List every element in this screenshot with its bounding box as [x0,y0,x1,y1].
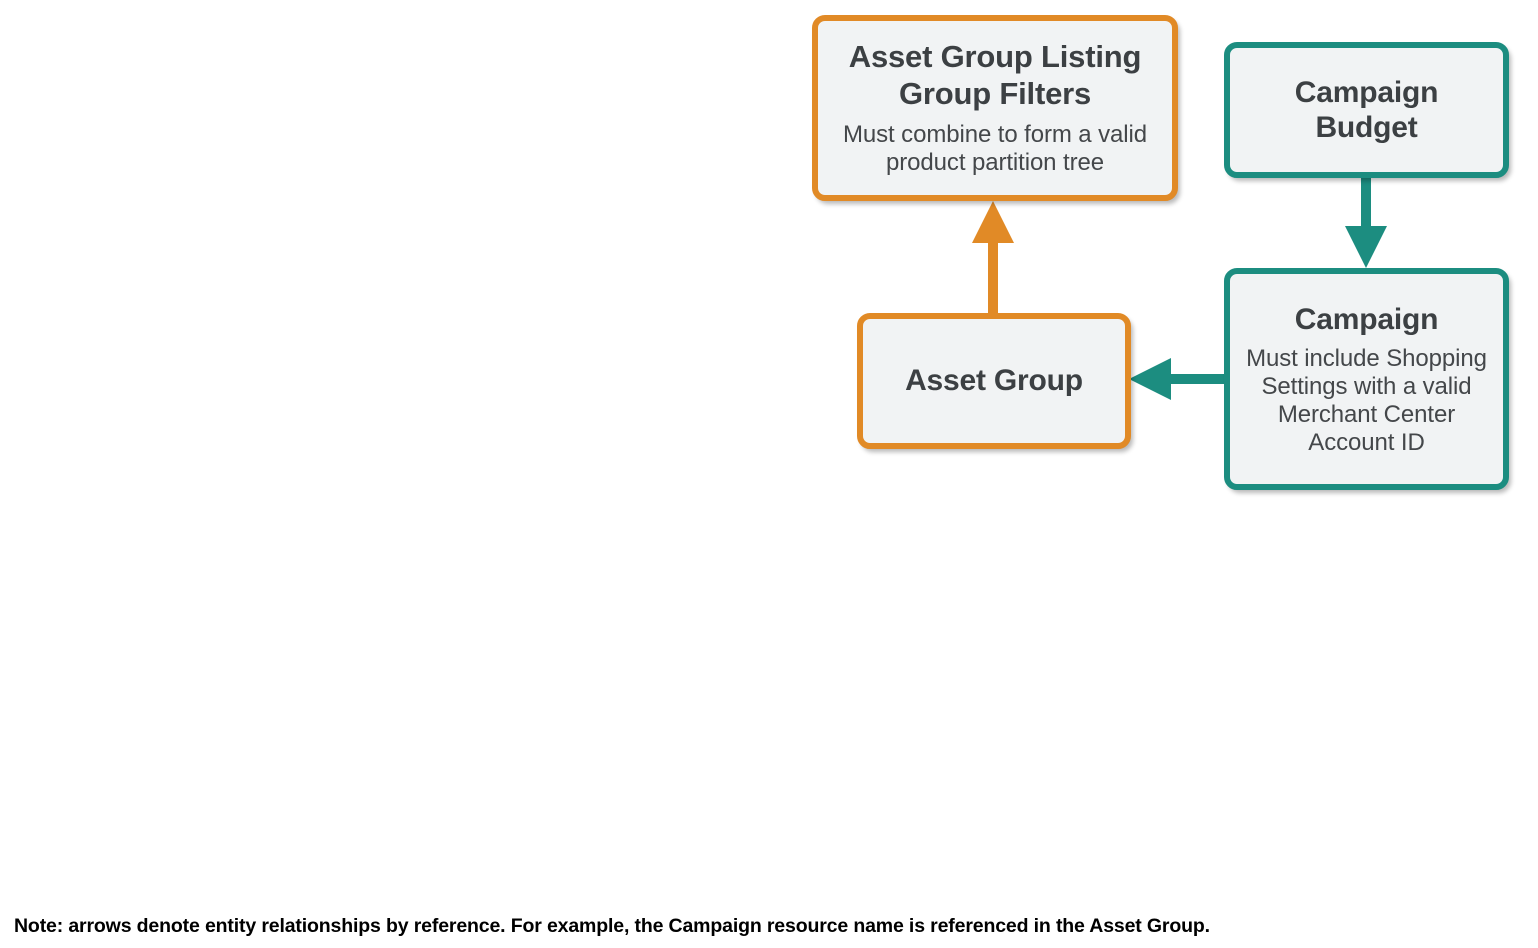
node-asset-group-listing-group-filters[interactable]: Asset Group Listing Group Filters Must c… [812,15,1178,201]
edge-campaign-to-asset-group-arrow [1129,358,1226,400]
node-title: Asset Group [905,364,1083,398]
edge-asset-group-to-filters-arrow [972,201,1014,315]
node-title: Campaign Budget [1294,75,1439,144]
node-title: Asset Group Listing Group Filters [848,39,1142,111]
footer-note: Note: arrows denote entity relationships… [14,915,1210,937]
node-title: Campaign [1294,302,1439,336]
edge-budget-to-campaign-arrow [1345,176,1387,268]
node-campaign-budget[interactable]: Campaign Budget [1224,42,1509,178]
node-campaign[interactable]: Campaign Must include Shopping Settings … [1224,268,1509,490]
node-description: Must include Shopping Settings with a va… [1246,345,1487,456]
node-asset-group[interactable]: Asset Group [857,313,1131,449]
node-description: Must combine to form a valid product par… [843,121,1147,177]
